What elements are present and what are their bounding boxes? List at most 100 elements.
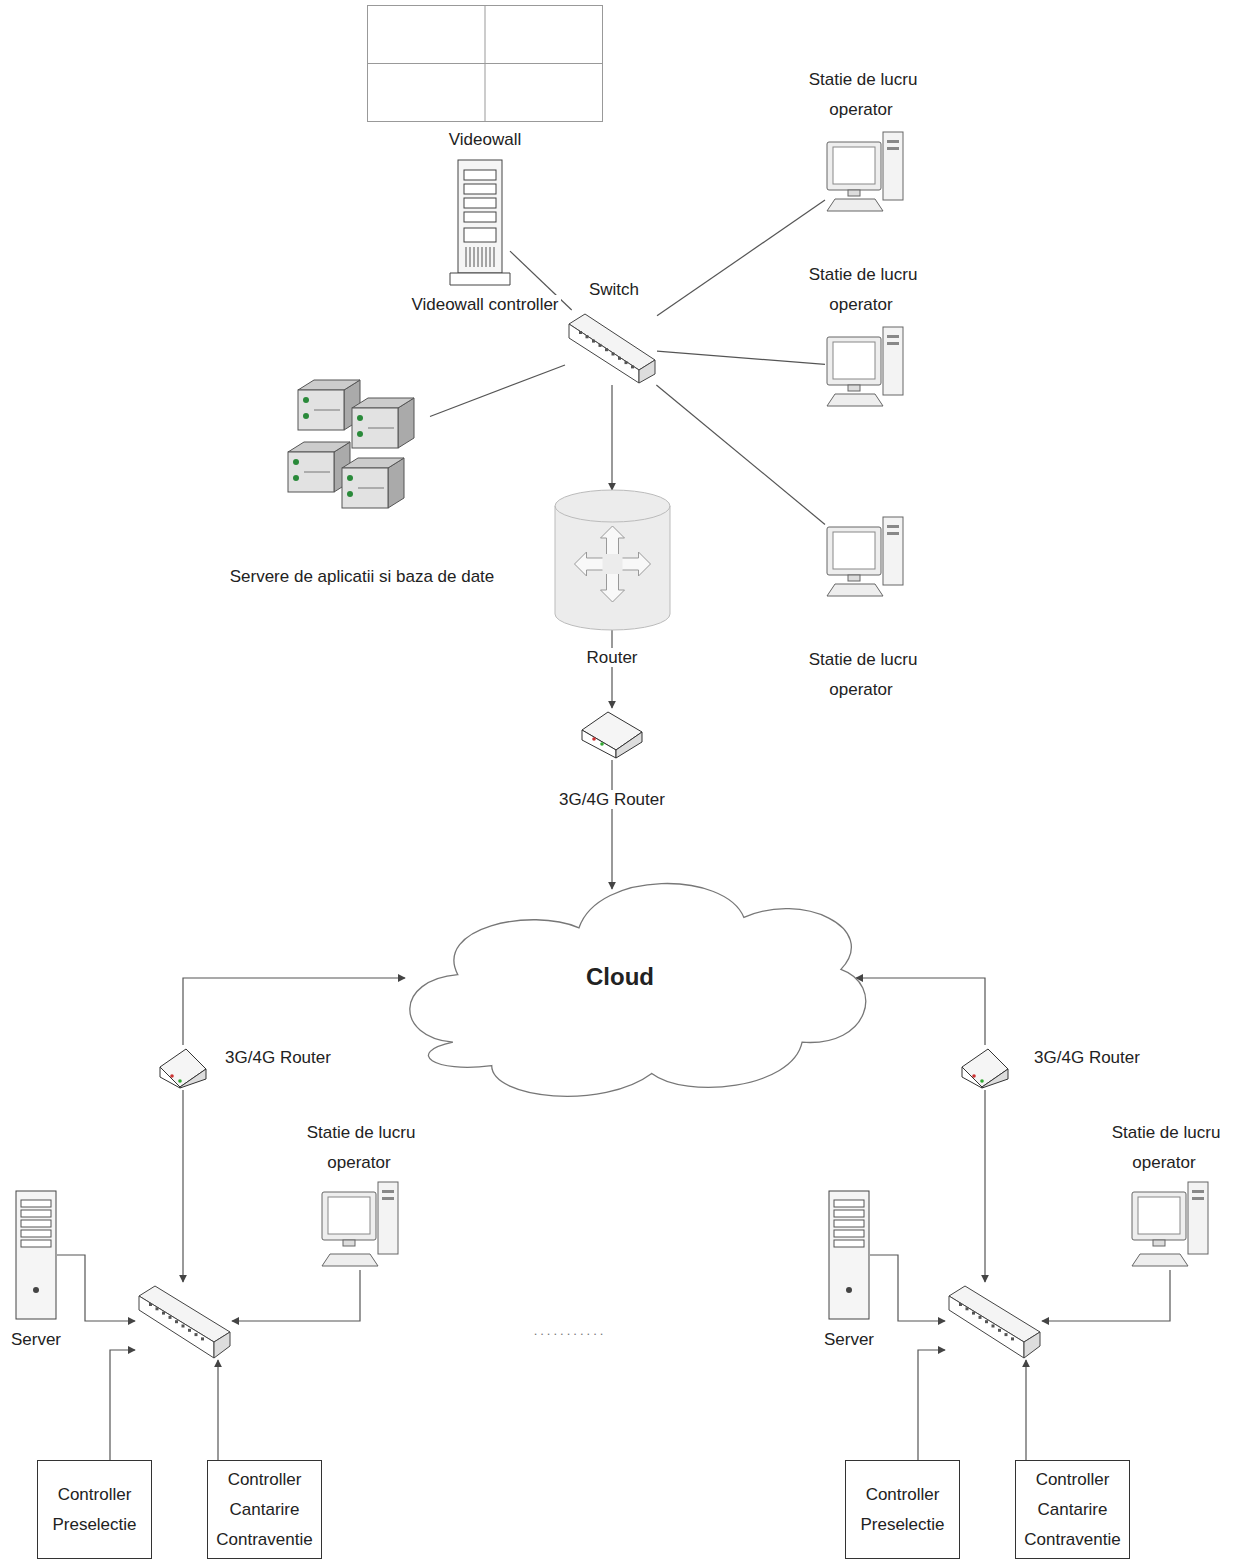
- port: [1005, 1333, 1008, 1336]
- pc-tower: [1188, 1182, 1208, 1254]
- workstation-icon: [320, 1180, 400, 1270]
- grille: [494, 247, 495, 267]
- monitor-frame: [1132, 1192, 1186, 1240]
- server-body: [16, 1191, 56, 1319]
- label-slot: Statie de lucru operator: [295, 1118, 425, 1178]
- power-button: [846, 1287, 852, 1293]
- port: [605, 348, 608, 351]
- videowall-controller: Videowall controller: [450, 160, 510, 285]
- operator-workstation: Statie de lucru operator: [825, 515, 905, 600]
- mobile-router: 3G/4G Router: [960, 1045, 1010, 1090]
- server-icon: [15, 1190, 57, 1320]
- icon-group: [827, 327, 903, 406]
- port: [959, 1303, 962, 1306]
- drive-slot: [382, 1197, 394, 1200]
- controller-box: Controller Preselectie: [845, 1460, 960, 1559]
- port: [175, 1320, 178, 1323]
- port: [625, 361, 628, 364]
- controller-label: Controller Cantarire Contraventie: [212, 1465, 317, 1555]
- server-front: [288, 452, 334, 492]
- port: [195, 1333, 198, 1336]
- switch-front: [139, 1296, 214, 1358]
- tower-icon: [450, 160, 510, 285]
- icon-group: [322, 1182, 398, 1266]
- monitor-frame: [827, 142, 881, 190]
- cloud-outline: [410, 884, 866, 1097]
- network-link: [611, 385, 612, 490]
- router-body: [555, 490, 670, 630]
- controller-box: Controller Cantarire Contraventie: [207, 1460, 322, 1559]
- device-label: 3G/4G Router: [557, 790, 667, 809]
- server-front: [352, 408, 398, 448]
- label-slot: Videowall: [415, 125, 555, 155]
- tower-base: [450, 273, 510, 285]
- pc-tower: [883, 327, 903, 395]
- keyboard: [827, 394, 883, 406]
- network-link: [870, 1255, 945, 1321]
- videowall-screen: Videowall: [367, 5, 603, 122]
- servers-icon: [280, 380, 430, 510]
- port: [592, 340, 595, 343]
- label-slot: Servere de aplicatii si baza de date: [197, 562, 527, 592]
- modem-top: [962, 1049, 1008, 1087]
- rack-line: [314, 410, 340, 411]
- icon-group: [829, 1191, 869, 1319]
- network-switch: [135, 1282, 232, 1360]
- modem-led: [980, 1079, 984, 1083]
- monitor-frame: [322, 1192, 376, 1240]
- ellipsis-note: ...........: [532, 1323, 609, 1338]
- device-label: Statie de lucru operator: [1110, 1123, 1221, 1172]
- monitor-screen: [833, 342, 875, 379]
- port: [972, 1312, 975, 1315]
- router-arrow: [575, 552, 603, 576]
- label-slot: 3G/4G Router: [213, 1043, 343, 1073]
- monitor-stand: [848, 190, 860, 196]
- modem-side: [180, 1069, 206, 1088]
- drive-bay: [834, 1210, 864, 1217]
- network-link: [611, 760, 612, 889]
- label-slot: Statie de lucru operator: [797, 645, 927, 705]
- router3g-icon: [158, 1045, 208, 1090]
- drive-bay: [464, 212, 496, 222]
- network-link: [183, 978, 405, 1045]
- network-link: [918, 1350, 945, 1460]
- icon-group: [160, 1049, 206, 1088]
- network-link: [657, 200, 825, 316]
- rack-line: [304, 472, 330, 473]
- workstation-icon: [825, 130, 905, 215]
- monitor-screen: [833, 532, 875, 569]
- monitor-stand: [848, 575, 860, 581]
- monitor-stand: [1153, 1240, 1165, 1246]
- modem-top: [160, 1049, 206, 1087]
- videowall-icon: [367, 5, 603, 122]
- grille: [478, 247, 479, 267]
- label-slot: Server: [1, 1325, 71, 1355]
- tower-body: [458, 160, 502, 273]
- icon-group: [582, 712, 642, 758]
- switch-front: [569, 324, 639, 383]
- device-label: Statie de lucru operator: [807, 265, 918, 314]
- monitor-screen: [328, 1197, 370, 1234]
- icon-group: [827, 132, 903, 211]
- network-link: [232, 1270, 360, 1321]
- server-top: [298, 380, 360, 390]
- icon-group: [288, 380, 414, 508]
- controller-box: Controller Cantarire Contraventie: [1015, 1460, 1130, 1559]
- modem-front: [962, 1067, 982, 1088]
- pc-tower: [883, 517, 903, 585]
- drive-slot: [887, 140, 899, 143]
- device-label: 3G/4G Router: [1032, 1048, 1142, 1067]
- modem-led: [178, 1079, 182, 1083]
- port: [156, 1307, 159, 1310]
- status-led: [347, 491, 353, 497]
- device-label: Server: [822, 1330, 876, 1349]
- drive-slot: [887, 532, 899, 535]
- grille: [490, 247, 491, 267]
- grille: [486, 247, 487, 267]
- network-link: [611, 630, 612, 708]
- server-body: [829, 1191, 869, 1319]
- network-link: [656, 385, 825, 524]
- device-label: Servere de aplicatii si baza de date: [228, 567, 497, 586]
- network-link: [57, 1255, 135, 1321]
- modem-side: [616, 732, 642, 758]
